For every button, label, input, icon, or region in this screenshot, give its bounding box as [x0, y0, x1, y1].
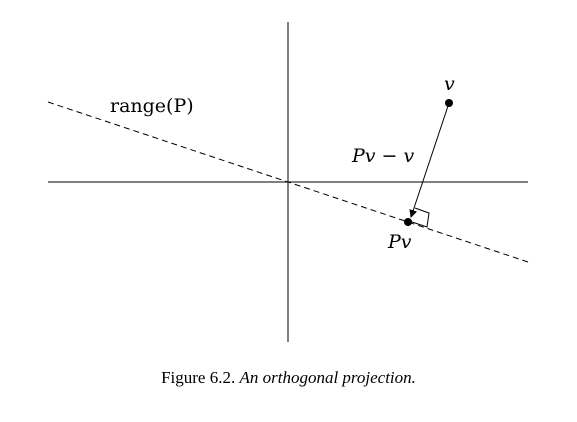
- point-v: [445, 99, 453, 107]
- range-line: [47, 101, 529, 263]
- caption-number: Figure 6.2.: [161, 368, 236, 387]
- projection-label: Pv: [387, 231, 412, 253]
- figure-caption: Figure 6.2. An orthogonal projection.: [0, 368, 577, 388]
- vector-v-label: v: [444, 73, 455, 95]
- point-pv: [404, 218, 412, 226]
- caption-text: An orthogonal projection.: [239, 368, 416, 387]
- difference-vector: [409, 102, 450, 218]
- right-angle-marker: [408, 207, 430, 228]
- difference-label: Pv − v: [351, 145, 415, 167]
- range-label: range(P): [110, 95, 194, 117]
